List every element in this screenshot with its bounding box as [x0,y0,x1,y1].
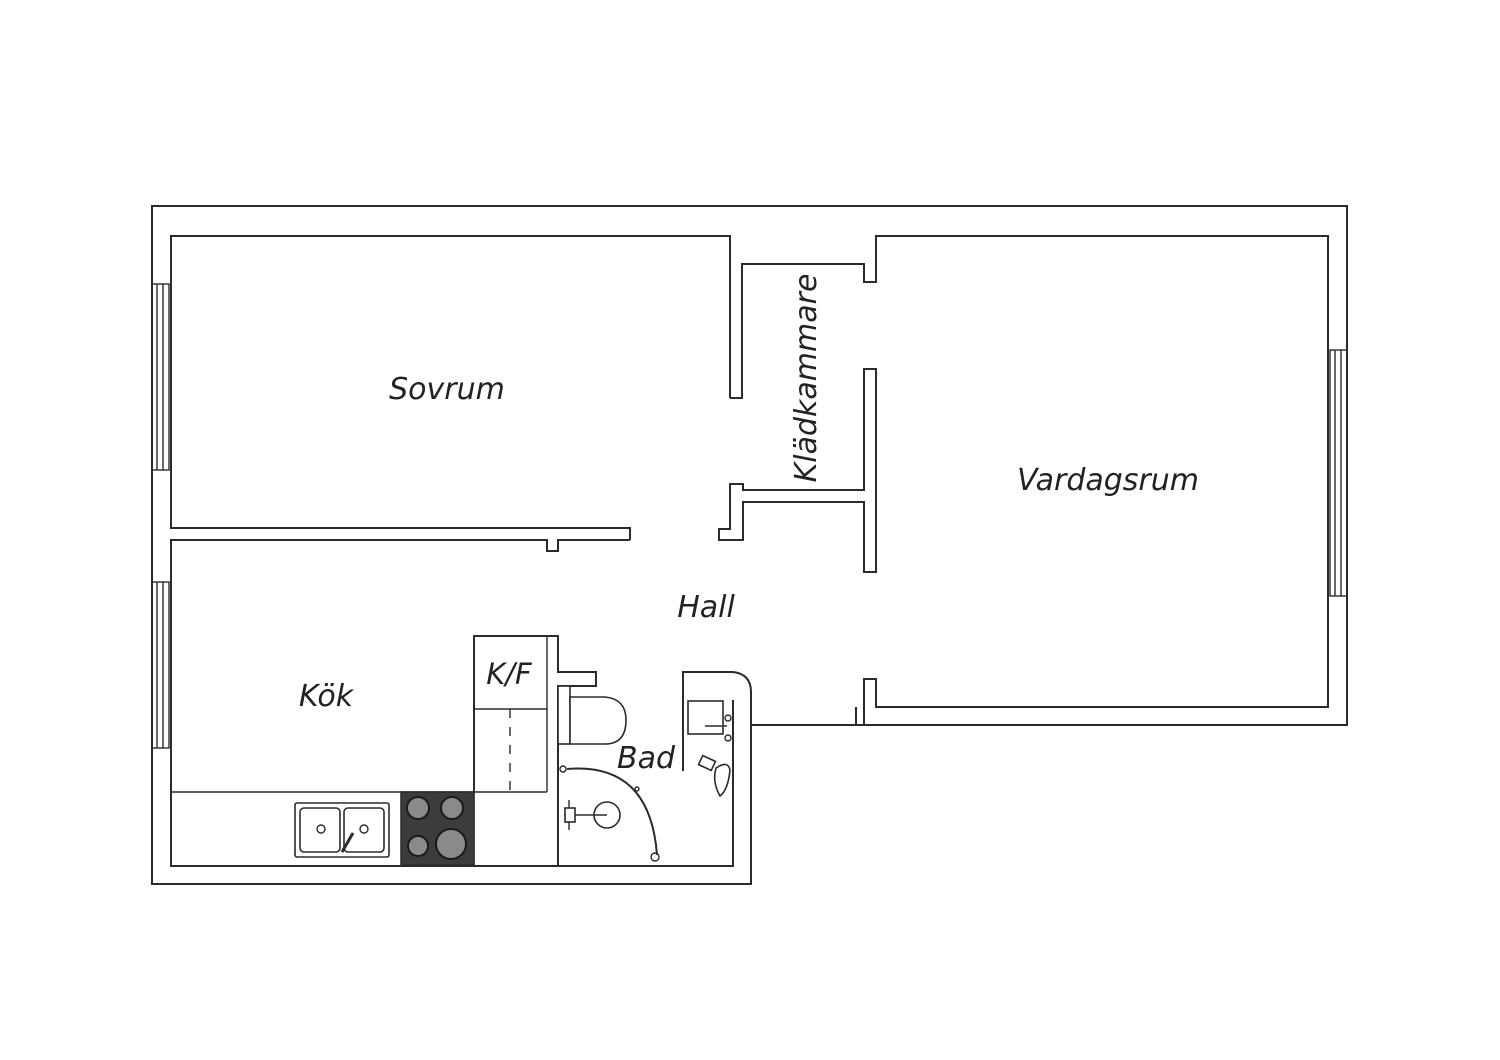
bathroom-wall-right [682,671,857,771]
bedroom-wall [170,235,731,540]
room-label-bad: Bad [617,741,676,776]
room-label-kok: Kök [299,679,355,714]
room-label-hall: Hall [677,590,735,625]
shower-icon [559,765,660,862]
stove-icon [400,791,475,866]
toilet-icon [557,685,627,745]
window-icon [151,283,170,471]
bedroom-door-jamb [730,235,1329,725]
outer-wall [151,205,1348,885]
kitchen-wall [170,539,734,867]
room-label-kladkammare: Klädkammare [789,274,824,483]
window-icon [151,581,170,749]
room-label-sovrum: Sovrum [389,372,505,407]
room-label-kf: K/F [486,657,533,691]
window-icon [1329,349,1348,597]
sink-icon [294,802,390,858]
washbasin-icon [687,700,732,798]
closet-wall [718,368,877,573]
room-label-vardagsrum: Vardagsrum [1017,463,1199,498]
